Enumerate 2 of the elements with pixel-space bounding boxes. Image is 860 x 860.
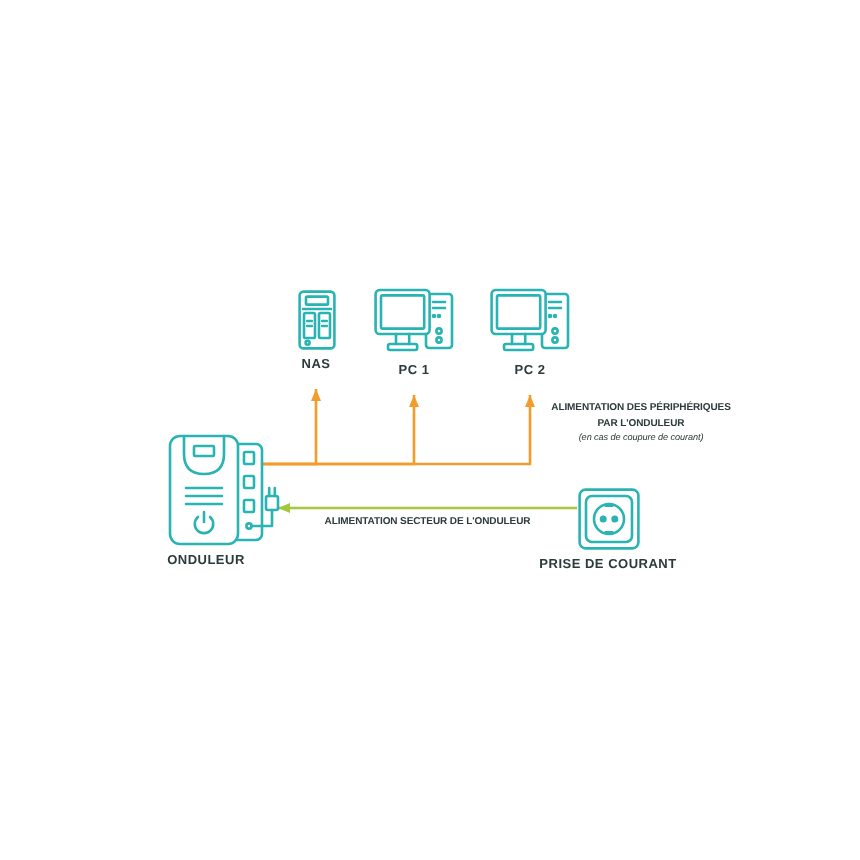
arrow	[262, 395, 535, 466]
arrow	[278, 503, 577, 513]
